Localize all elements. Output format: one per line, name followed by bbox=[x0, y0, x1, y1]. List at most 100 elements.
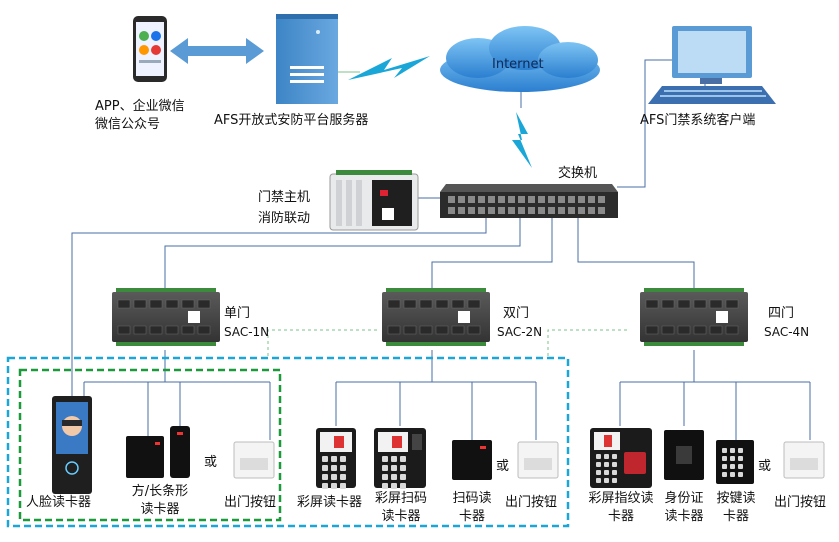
key bbox=[391, 465, 397, 471]
key bbox=[382, 456, 388, 462]
color-scan-reader-device bbox=[374, 428, 426, 489]
switch-port bbox=[558, 196, 565, 203]
face-reader-device bbox=[52, 396, 92, 494]
color-scan-reader-label-line1: 彩屏扫码 bbox=[374, 491, 427, 506]
switch-port bbox=[448, 196, 455, 203]
switch-port bbox=[468, 207, 475, 214]
controller-device-1 bbox=[112, 288, 220, 346]
controller-model-1: SAC-1N bbox=[224, 325, 270, 339]
keypad-dots bbox=[382, 456, 406, 489]
key bbox=[604, 478, 609, 483]
key bbox=[730, 456, 735, 461]
key bbox=[596, 470, 601, 475]
switch-port bbox=[598, 196, 605, 203]
switch-port bbox=[468, 196, 475, 203]
switch-port bbox=[538, 196, 545, 203]
key bbox=[322, 474, 328, 480]
square-strip-reader-label-line1: 方/长条形 bbox=[131, 484, 189, 499]
controller-name-3: 四门 bbox=[768, 306, 795, 321]
key bbox=[738, 472, 743, 477]
switch-port bbox=[558, 207, 565, 214]
key bbox=[604, 470, 609, 475]
key bbox=[604, 454, 609, 459]
switch-sac4n-link bbox=[577, 218, 695, 292]
key bbox=[391, 456, 397, 462]
server-label: AFS开放式安防平台服务器 bbox=[214, 113, 369, 128]
exit-button-device-1 bbox=[233, 441, 275, 479]
switch-port bbox=[528, 196, 535, 203]
key bbox=[340, 474, 346, 480]
internet-label: Internet bbox=[492, 57, 544, 72]
key bbox=[331, 474, 337, 480]
keypad-reader-label-line2: 卡器 bbox=[722, 509, 749, 524]
phone-icon bbox=[133, 16, 167, 82]
fingerprint-reader-device bbox=[590, 428, 652, 488]
id-card-reader-device bbox=[664, 430, 704, 480]
scan-reader-device bbox=[452, 440, 492, 480]
key bbox=[738, 464, 743, 469]
switch-port bbox=[548, 207, 555, 214]
switch-port bbox=[588, 196, 595, 203]
app-label-line1: APP、企业微信 bbox=[95, 99, 185, 114]
switch-port bbox=[598, 207, 605, 214]
keypad-reader-label-line1: 按键读 bbox=[716, 491, 756, 506]
exit-button-device-2 bbox=[517, 441, 559, 479]
wireless-link-internet-switch bbox=[512, 112, 532, 168]
connection-lines bbox=[71, 59, 811, 440]
switch-ports bbox=[448, 196, 605, 214]
key bbox=[400, 456, 406, 462]
switch-port bbox=[528, 207, 535, 214]
controller-name-1: 单门 bbox=[224, 306, 251, 321]
face-reader-label: 人脸读卡器 bbox=[26, 495, 92, 510]
key bbox=[382, 465, 388, 471]
key bbox=[331, 465, 337, 471]
keypad-dots bbox=[596, 454, 617, 483]
host-label-line1: 门禁主机 bbox=[258, 190, 311, 205]
switch-port bbox=[488, 207, 495, 214]
switch-port bbox=[568, 207, 575, 214]
key bbox=[340, 465, 346, 471]
id-card-reader-label-line1: 身份证 bbox=[664, 491, 704, 506]
controller-model-3: SAC-4N bbox=[764, 325, 810, 339]
key bbox=[391, 474, 397, 480]
key bbox=[400, 474, 406, 480]
exit-button-device-3 bbox=[783, 441, 825, 479]
switch-port bbox=[578, 196, 585, 203]
sync-double-arrow bbox=[170, 38, 264, 64]
key bbox=[340, 483, 346, 489]
switch-sac1n-link bbox=[164, 218, 521, 292]
key bbox=[400, 465, 406, 471]
switch-port bbox=[498, 207, 505, 214]
key bbox=[596, 462, 601, 467]
id-card-reader-label-line2: 读卡器 bbox=[664, 509, 704, 524]
key bbox=[596, 454, 601, 459]
key bbox=[400, 483, 406, 489]
square-reader-device bbox=[126, 436, 164, 478]
exit-button-label-3: 出门按钮 bbox=[774, 495, 827, 510]
keypad-dots bbox=[722, 448, 743, 477]
key bbox=[322, 456, 328, 462]
or-label-1: 或 bbox=[204, 455, 218, 470]
network-switch-device bbox=[440, 184, 618, 218]
color-scan-reader-label-line2: 读卡器 bbox=[381, 509, 421, 524]
switch-sac2n-link bbox=[431, 218, 553, 292]
fingerprint-reader-label-line1: 彩屏指纹读 bbox=[588, 491, 654, 506]
exit-button-label-2: 出门按钮 bbox=[505, 495, 558, 510]
key bbox=[331, 483, 337, 489]
controller-model-2: SAC-2N bbox=[497, 325, 543, 339]
group-box-outer-blue bbox=[6, 356, 570, 528]
key bbox=[382, 483, 388, 489]
key bbox=[612, 478, 617, 483]
switch-port bbox=[518, 207, 525, 214]
controller-name-2: 双门 bbox=[503, 306, 530, 321]
or-label-2: 或 bbox=[496, 459, 510, 474]
key bbox=[738, 456, 743, 461]
key bbox=[612, 462, 617, 467]
key bbox=[730, 472, 735, 477]
scan-reader-label-line2: 卡器 bbox=[458, 509, 485, 524]
color-screen-reader-label: 彩屏读卡器 bbox=[297, 495, 363, 510]
switch-port bbox=[448, 207, 455, 214]
controller-device-2 bbox=[382, 288, 490, 346]
switch-port bbox=[568, 196, 575, 203]
